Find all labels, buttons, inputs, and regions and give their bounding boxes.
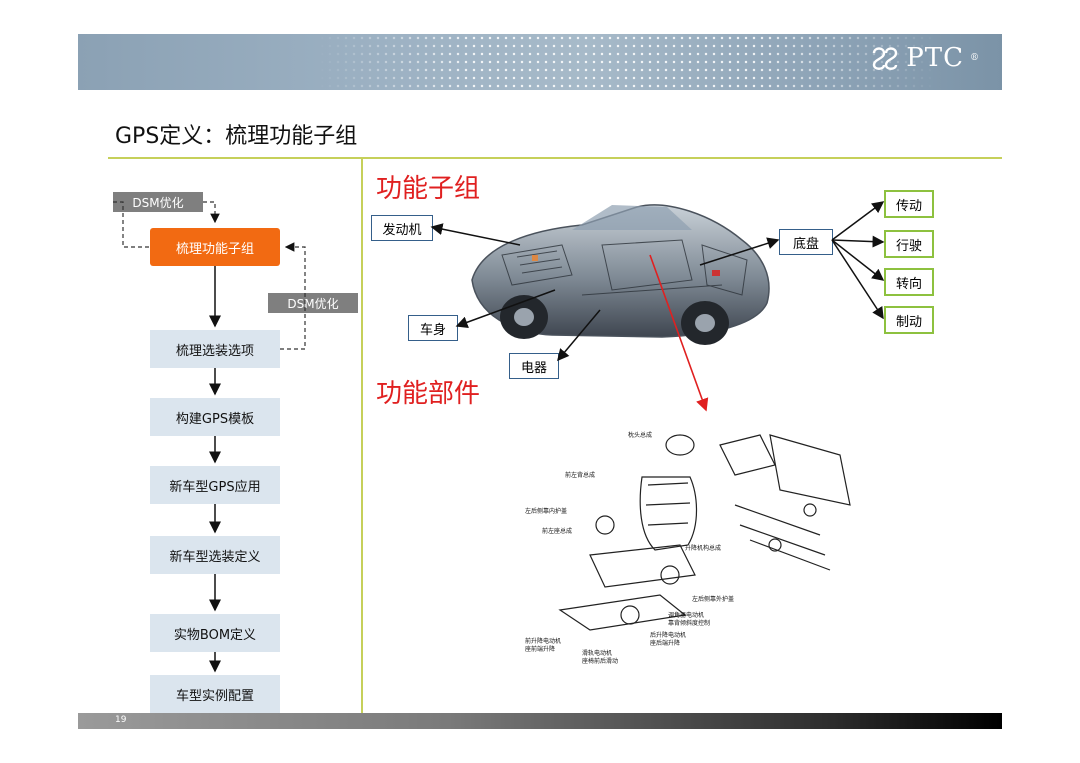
drawing-label-backrest: 前左背总成	[565, 471, 595, 479]
ptc-logo-icon	[873, 47, 898, 70]
dsm-tag-top: DSM优化	[113, 192, 203, 212]
logo-mark: ®	[970, 53, 980, 63]
label-body: 车身	[408, 315, 458, 341]
slide-title: GPS定义：梳理功能子组	[115, 124, 358, 149]
dsm-tag-right: DSM优化	[268, 293, 358, 313]
drawing-label-slide: 座椅前后滑动	[582, 657, 618, 665]
step-build-gps-template: 构建GPS模板	[150, 398, 280, 436]
label-chassis: 底盘	[779, 229, 833, 255]
step-gps-application: 新车型GPS应用	[150, 466, 280, 504]
drawing-label-outer-cover: 左后侧靠外护盖	[692, 595, 734, 603]
car-cutaway-image	[471, 204, 770, 345]
drawing-label-slide-motor: 滑轨电动机	[582, 649, 612, 657]
drawing-label-inner-cover: 左后侧靠内护盖	[525, 507, 567, 515]
column-divider	[361, 159, 363, 713]
logo-text: PTC	[906, 43, 964, 73]
label-transmission: 传动	[884, 190, 934, 218]
dot-pattern	[318, 34, 938, 90]
ptc-logo: PTC ®	[870, 43, 980, 73]
heading-subgroup: 功能子组	[376, 174, 481, 204]
page-number: 19	[115, 715, 127, 725]
label-running: 行驶	[884, 230, 934, 258]
label-electrical: 电器	[509, 353, 559, 379]
title-rule	[108, 157, 1002, 159]
step-vehicle-config: 车型实例配置	[150, 675, 280, 713]
label-engine: 发动机	[371, 215, 433, 241]
heading-parts: 功能部件	[376, 379, 481, 409]
step-sort-options: 梳理选装选项	[150, 330, 280, 368]
seat-exploded-drawing: 枕头总成 前左背总成 左后侧靠内护盖 前左座总成 升降机构总成 左后侧靠外护盖 …	[525, 431, 851, 665]
drawing-label-rear-lift-motor: 后升降电动机	[650, 631, 686, 639]
drawing-label-headrest: 枕头总成	[628, 431, 652, 439]
label-steering: 转向	[884, 268, 934, 296]
step-option-definition: 新车型选装定义	[150, 536, 280, 574]
drawing-label-recliner-motor: 调角器电动机	[668, 611, 704, 619]
label-braking: 制动	[884, 306, 934, 334]
step-sort-subgroups: 梳理功能子组	[150, 228, 280, 266]
drawing-label-recline-control: 靠背倾斜度控制	[668, 619, 710, 627]
drawing-label-seat: 前左座总成	[542, 527, 572, 535]
drawing-label-front-lift-motor: 前升降电动机	[525, 637, 561, 645]
header-banner: PTC ®	[78, 34, 1002, 90]
footer-bar	[78, 713, 1002, 729]
step-bom-definition: 实物BOM定义	[150, 614, 280, 652]
drawing-label-lift: 升降机构总成	[685, 544, 721, 552]
drawing-label-rear-lift: 座后端升降	[650, 639, 680, 647]
drawing-label-front-lift: 座前端升降	[525, 645, 555, 653]
